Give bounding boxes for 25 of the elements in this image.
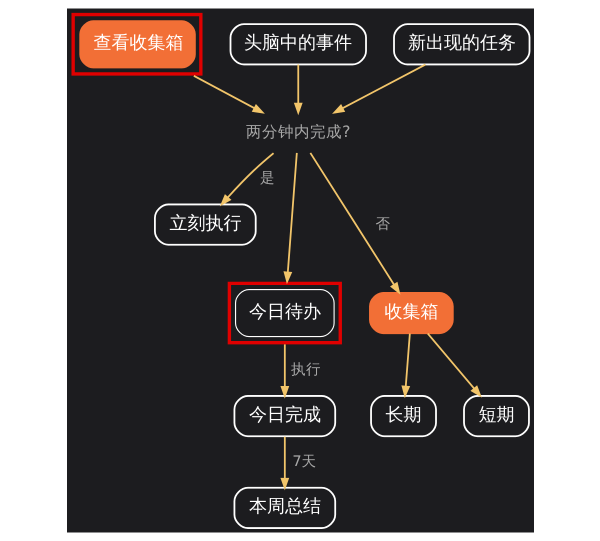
arrow <box>219 152 274 206</box>
node-box: 今日完成 <box>233 395 336 438</box>
node-box: 新出现的任务 <box>392 23 530 66</box>
node-box: 长期 <box>370 395 436 438</box>
node-box: 本周总结 <box>233 486 336 529</box>
node-box: 短期 <box>462 395 530 438</box>
edge-label: 执行 <box>290 360 321 378</box>
arrow <box>309 152 400 295</box>
node-text: 两分钟内完成? <box>246 122 350 141</box>
arrow <box>332 64 426 114</box>
edge-label: 7天 <box>292 452 316 470</box>
arrow <box>192 75 264 114</box>
node-box: 收集箱 <box>368 292 454 334</box>
arrow <box>293 64 302 116</box>
arrow <box>280 344 289 399</box>
node-box: 今日待办 <box>227 282 342 344</box>
node-box: 头脑中的事件 <box>229 23 366 66</box>
arrow <box>280 436 289 490</box>
edge-label: 否 <box>374 215 390 232</box>
arrow <box>426 333 482 398</box>
arrow <box>282 152 298 284</box>
node-box: 立刻执行 <box>154 204 256 246</box>
edge-label: 是 <box>260 169 275 186</box>
node-box: 查看收集箱 <box>70 12 202 76</box>
arrow <box>400 334 410 398</box>
